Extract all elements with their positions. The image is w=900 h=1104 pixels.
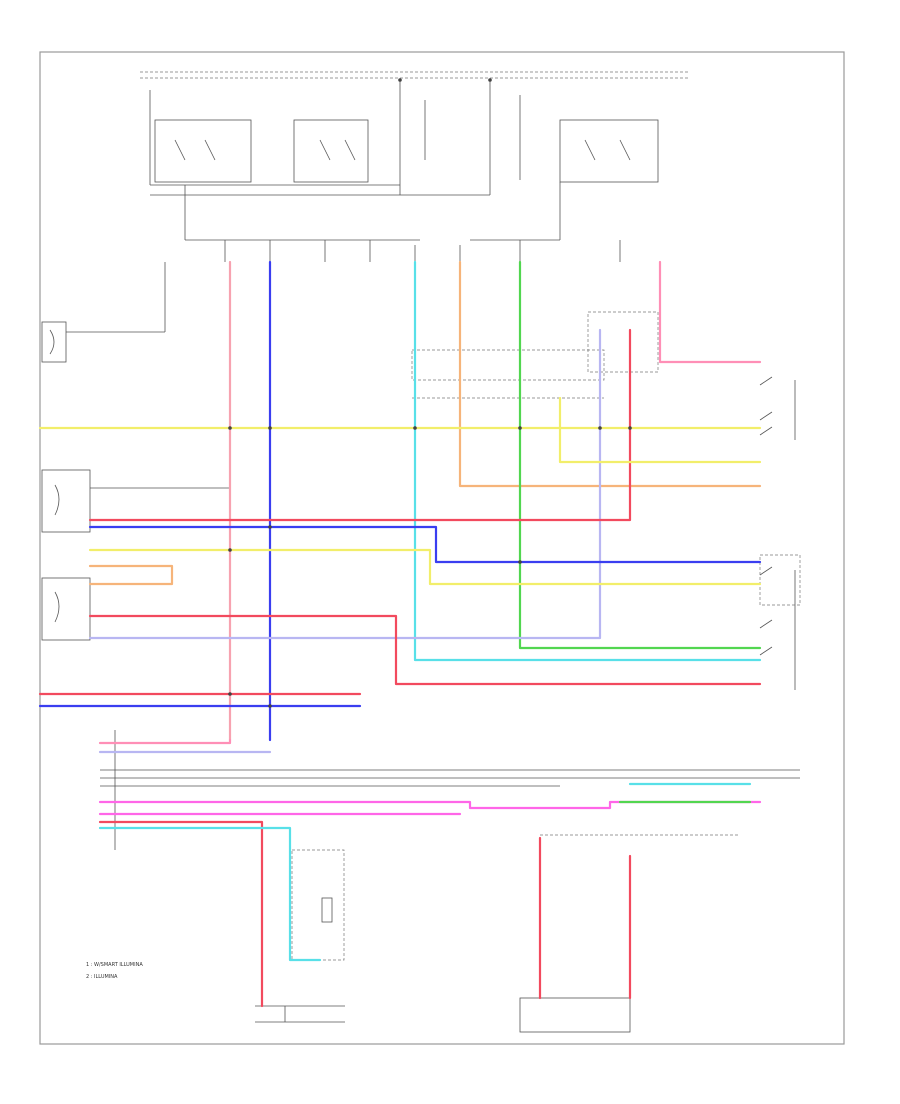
- wire-yellow-short: [558, 396, 762, 464]
- wire-cyan-bottom: [98, 826, 322, 962]
- relay-block-right: [149, 80, 659, 241]
- wire-pink-bottom: [98, 738, 232, 745]
- connector-left-upper: [41, 300, 166, 363]
- switch-column-right: [759, 376, 801, 690]
- wire-green: [518, 260, 762, 650]
- sensor-bottom-center: [255, 849, 345, 1023]
- wire-yellow-lower: [88, 548, 762, 586]
- wire-orange: [458, 260, 762, 488]
- wire-red-right: [88, 328, 632, 522]
- colored-wires: [38, 260, 762, 1008]
- wire-blue-horizontal: [88, 525, 762, 564]
- wire-lilac: [88, 328, 602, 640]
- module-bottom-right: [519, 834, 740, 1033]
- wire-cyan: [413, 260, 762, 662]
- connector-row-top: [164, 240, 621, 300]
- wire-red-vertical-bottom: [98, 820, 264, 1008]
- connector-left-middle: [41, 469, 230, 533]
- wire-pink-top: [658, 260, 762, 364]
- relay-block-left: [150, 80, 490, 241]
- legend-item-1: 1 : W/SMART ILLUMINA: [86, 962, 143, 968]
- wire-red-lower: [88, 614, 762, 686]
- relay-box-middle: [411, 311, 659, 399]
- legend-item-2: 2 : ILLUMINA: [86, 974, 118, 980]
- junction-nodes: [228, 78, 632, 708]
- legend: 1 : W/SMART ILLUMINA 2 : ILLUMINA: [86, 962, 143, 980]
- diagram-frame: [39, 51, 845, 1045]
- connector-left-lower: [41, 577, 91, 641]
- wire-orange-loop: [88, 564, 174, 586]
- connector-left-bottom: [100, 730, 800, 850]
